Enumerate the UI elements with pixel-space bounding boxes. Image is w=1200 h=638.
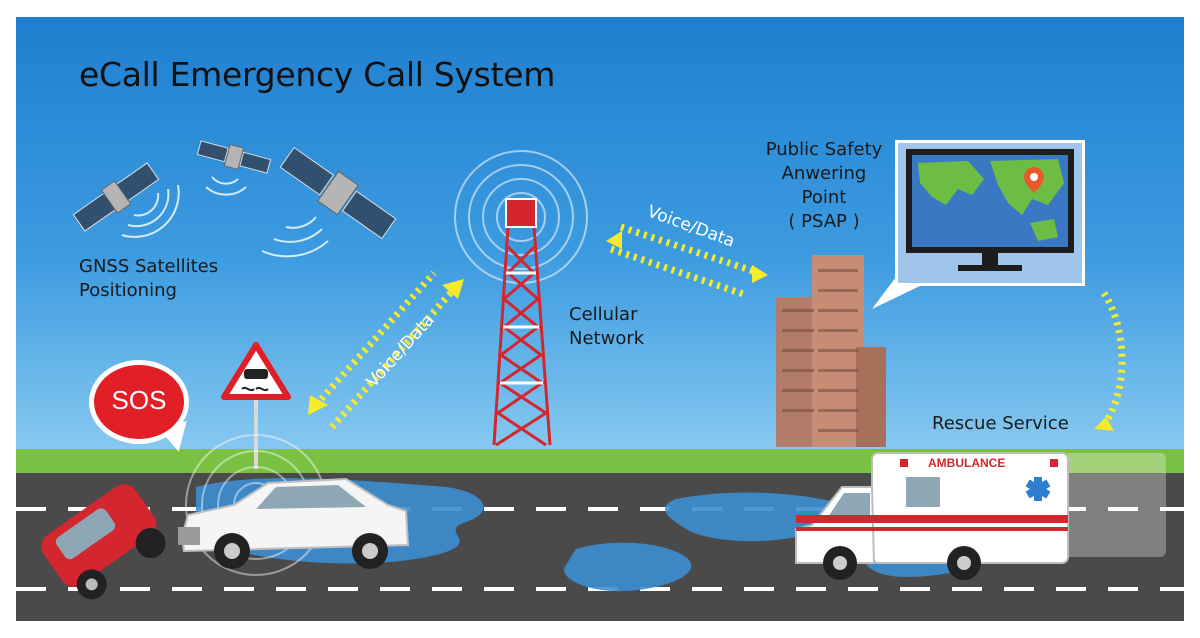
- satellite-3-icon: [279, 146, 397, 240]
- ambulance-icon: [795, 452, 1069, 580]
- sos-speech-bubble: [89, 360, 189, 444]
- arrow-tower-to-psap: [606, 223, 768, 299]
- cellular-tower-icon: [492, 198, 552, 447]
- ambulance-motion-ghost: [1056, 453, 1166, 557]
- cellular-label-line-2: Network: [569, 328, 645, 349]
- satellite-signal-waves: [121, 176, 329, 258]
- monitor-map-icon: [906, 149, 1074, 271]
- gnss-label: GNSS Satellites Positioning: [79, 255, 218, 303]
- rescue-service-label: Rescue Service: [932, 413, 1069, 434]
- gnss-label-line-1: GNSS Satellites: [79, 256, 219, 277]
- cellular-network-label: Cellular Network: [569, 303, 644, 351]
- ambulance-label: AMBULANCE: [928, 456, 1006, 470]
- satellite-2-icon: [196, 140, 272, 174]
- scene-graphics: [16, 17, 1184, 621]
- psap-label-line-2: Anwering: [781, 163, 867, 184]
- psap-label-line-1: Public Safety: [765, 139, 883, 160]
- sos-label: SOS: [111, 385, 167, 415]
- diagram-canvas: eCall Emergency Call System GNSS Satelli…: [16, 17, 1184, 621]
- arrow-car-to-tower: [308, 270, 464, 430]
- slippery-road-sign-icon: [221, 342, 291, 469]
- arrow-psap-to-rescue: [1094, 291, 1126, 431]
- gnss-label-line-2: Positioning: [79, 280, 177, 301]
- overturned-red-car-icon: [41, 484, 166, 600]
- psap-label-line-4: ( PSAP ): [788, 211, 860, 232]
- psap-label: Public Safety Anwering Point ( PSAP ): [756, 138, 892, 234]
- psap-monitor-callout: [895, 140, 1085, 286]
- white-car-icon: [178, 477, 410, 569]
- psap-label-line-3: Point: [801, 187, 847, 208]
- cellular-label-line-1: Cellular: [569, 304, 638, 325]
- psap-building-icon: [776, 255, 886, 447]
- diagram-title: eCall Emergency Call System: [79, 55, 556, 94]
- satellite-1-icon: [72, 162, 160, 232]
